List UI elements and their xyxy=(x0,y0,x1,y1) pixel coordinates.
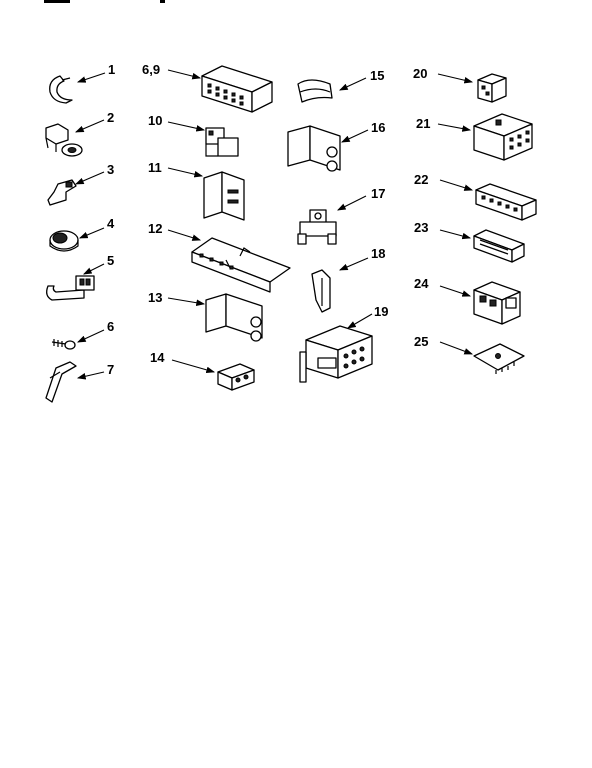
part-17-leader xyxy=(337,195,367,211)
part-22: 22 xyxy=(414,172,537,221)
part-12-leader xyxy=(167,229,202,241)
part-11: 11 xyxy=(148,160,245,221)
part-21-leader xyxy=(437,123,472,132)
part-6-label: 6 xyxy=(107,319,114,334)
part-1-label: 1 xyxy=(108,62,115,77)
part-4-leader xyxy=(78,227,105,239)
part-25-label: 25 xyxy=(414,334,428,349)
part-7-leader xyxy=(76,371,105,380)
part-2: 2 xyxy=(45,110,114,157)
part-16-leader xyxy=(341,129,369,143)
part-13-leader xyxy=(167,297,206,306)
part-14-leader xyxy=(171,359,216,374)
part-4-label: 4 xyxy=(107,216,115,231)
part-6-9: 6,9 xyxy=(142,62,273,113)
part-2-label: 2 xyxy=(107,110,114,125)
part-22-label: 22 xyxy=(414,172,428,187)
part-17-label: 17 xyxy=(371,186,385,201)
part-21-pins xyxy=(509,130,530,150)
part-6-9-label: 6,9 xyxy=(142,62,160,77)
part-14-label: 14 xyxy=(150,350,165,365)
part-11-leader xyxy=(167,167,204,178)
part-12-label: 12 xyxy=(148,221,162,236)
part-5: 5 xyxy=(46,253,114,301)
part-20-label: 20 xyxy=(413,66,427,81)
part-7-label: 7 xyxy=(107,362,114,377)
part-24-label: 24 xyxy=(414,276,429,291)
part-16-label: 16 xyxy=(371,120,385,135)
part-21-label: 21 xyxy=(416,116,430,131)
header-fragment xyxy=(44,0,165,3)
part-14: 14 xyxy=(150,350,255,391)
part-20: 20 xyxy=(413,66,507,103)
part-25-leader xyxy=(439,341,474,355)
part-15: 15 xyxy=(297,68,384,103)
part-25: 25 xyxy=(414,334,525,374)
part-6-leader xyxy=(77,329,105,343)
part-1-clamp-shape xyxy=(49,75,73,104)
part-6-9-leader xyxy=(167,69,202,80)
part-7: 7 xyxy=(45,361,114,403)
part-5-leader xyxy=(83,263,105,275)
part-15-label: 15 xyxy=(370,68,384,83)
part-15-leader xyxy=(339,77,367,91)
part-24: 24 xyxy=(414,276,521,325)
part-18-label: 18 xyxy=(371,246,385,261)
part-12: 12 xyxy=(148,221,291,293)
part-3-leader xyxy=(74,171,105,185)
part-3: 3 xyxy=(47,162,114,206)
part-23-label: 23 xyxy=(414,220,428,235)
part-24-leader xyxy=(439,285,472,297)
part-23-leader xyxy=(439,229,472,240)
part-19-pins xyxy=(343,346,365,369)
part-6-9-pins xyxy=(207,83,244,106)
part-19: 19 xyxy=(299,304,388,383)
part-18-leader xyxy=(338,257,369,271)
part-11-label: 11 xyxy=(148,160,162,175)
part-3-label: 3 xyxy=(107,162,114,177)
part-20-leader xyxy=(437,73,474,84)
part-10-leader xyxy=(167,121,206,132)
part-13: 13 xyxy=(148,290,263,342)
part-18: 18 xyxy=(311,246,385,313)
part-2-leader xyxy=(74,119,105,133)
part-13-label: 13 xyxy=(148,290,162,305)
part-19-label: 19 xyxy=(374,304,388,319)
part-21: 21 xyxy=(416,113,533,161)
part-4: 4 xyxy=(49,216,115,252)
part-22-pins xyxy=(481,195,518,212)
part-10-label: 10 xyxy=(148,113,162,128)
part-16: 16 xyxy=(287,120,385,172)
part-1: 1 xyxy=(49,62,115,104)
part-5-label: 5 xyxy=(107,253,114,268)
part-17: 17 xyxy=(297,186,385,245)
part-22-leader xyxy=(439,179,474,191)
part-10: 10 xyxy=(148,113,239,157)
part-23: 23 xyxy=(414,220,525,263)
part-1-leader xyxy=(76,72,106,83)
part-6: 6 xyxy=(51,319,114,350)
part-19-leader xyxy=(347,313,373,329)
